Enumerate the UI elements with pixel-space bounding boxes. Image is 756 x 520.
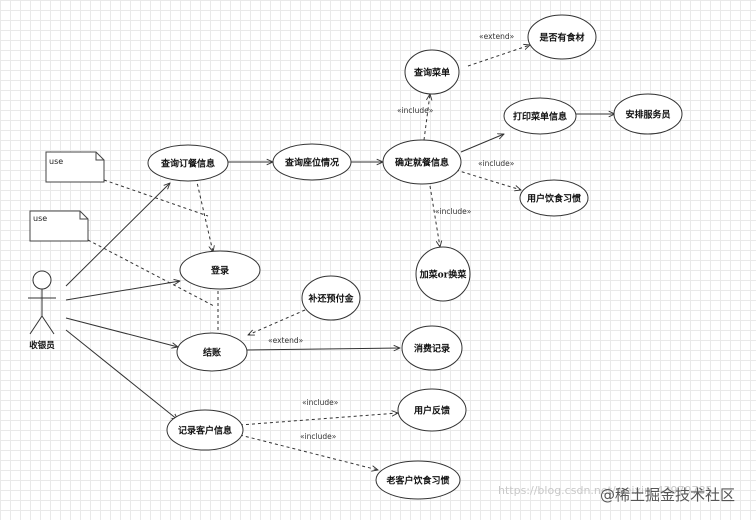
assoc-cashier-checkout bbox=[65, 317, 178, 347]
include-user-habits bbox=[455, 169, 521, 190]
label-include-3: «include» bbox=[435, 207, 472, 216]
svg-text:记录客户信息: 记录客户信息 bbox=[178, 425, 232, 437]
usecase-arrange-waiter[interactable]: 安排服务员 bbox=[613, 93, 683, 135]
usecase-consumption-record[interactable]: 消费记录 bbox=[401, 325, 463, 371]
usecase-user-feedback[interactable]: 用户反馈 bbox=[397, 388, 467, 432]
usecase-login[interactable]: 登录 bbox=[179, 250, 261, 290]
assoc-confirm-meal-print-menu bbox=[460, 134, 504, 153]
svg-text:结账: 结账 bbox=[203, 347, 221, 359]
label-include-5: «include» bbox=[300, 432, 337, 441]
svg-text:登录: 登录 bbox=[210, 265, 229, 277]
label-extend-1: «extend» bbox=[479, 32, 515, 41]
usecase-add-or-swap[interactable]: 加菜or换菜 bbox=[415, 246, 471, 302]
svg-text:加菜or换菜: 加菜or换菜 bbox=[419, 269, 468, 281]
label-extend-2: «extend» bbox=[268, 336, 304, 345]
use-note-1-text: use bbox=[49, 157, 63, 166]
svg-text:查询座位情况: 查询座位情况 bbox=[284, 157, 339, 169]
extend-late-payment bbox=[248, 309, 306, 335]
include-add-or-swap bbox=[429, 185, 440, 247]
svg-text:安排服务员: 安排服务员 bbox=[625, 109, 670, 121]
use-note-2[interactable]: use bbox=[29, 210, 89, 242]
assoc-cashier-record-customer bbox=[65, 329, 178, 420]
svg-text:查询订餐信息: 查询订餐信息 bbox=[160, 158, 215, 170]
query-order-login bbox=[195, 177, 213, 252]
label-include-2: «include» bbox=[478, 159, 515, 168]
usecase-query-seat[interactable]: 查询座位情况 bbox=[272, 143, 352, 181]
use-note-2-text: use bbox=[33, 214, 47, 223]
svg-text:用户反馈: 用户反馈 bbox=[413, 405, 450, 417]
note-1-link bbox=[103, 179, 209, 217]
solid-associations bbox=[65, 114, 615, 420]
usecase-confirm-meal[interactable]: 确定就餐信息 bbox=[382, 139, 462, 185]
usecase-query-menu[interactable]: 查询菜单 bbox=[404, 49, 460, 95]
svg-text:确定就餐信息: 确定就餐信息 bbox=[395, 157, 449, 169]
usecase-old-customer-habits[interactable]: 老客户饮食习惯 bbox=[375, 460, 461, 500]
usecase-check-stock[interactable]: 是否有食材 bbox=[527, 14, 597, 60]
svg-text:补还预付金: 补还预付金 bbox=[307, 293, 354, 305]
assoc-checkout-consumption-record bbox=[245, 348, 400, 350]
dashed-relations bbox=[87, 45, 530, 470]
svg-text:消费记录: 消费记录 bbox=[414, 343, 450, 355]
use-note-1[interactable]: use bbox=[45, 151, 105, 183]
usecase-user-habits[interactable]: 用户饮食习惯 bbox=[519, 179, 589, 217]
usecase-record-customer[interactable]: 记录客户信息 bbox=[166, 409, 244, 451]
svg-text:是否有食材: 是否有食材 bbox=[538, 32, 584, 44]
include-user-feedback bbox=[239, 413, 398, 426]
watermark-url: https://blog.csdn.net/weixin_43979785 bbox=[498, 484, 713, 497]
svg-text:老客户饮食习惯: 老客户饮食习惯 bbox=[385, 475, 449, 487]
svg-text:用户饮食习惯: 用户饮食习惯 bbox=[526, 193, 581, 205]
label-include-1: «include» bbox=[397, 106, 434, 115]
svg-text:查询菜单: 查询菜单 bbox=[413, 67, 450, 79]
actor-label: 收银员 bbox=[29, 340, 55, 351]
include-query-menu bbox=[423, 94, 430, 141]
usecase-query-order[interactable]: 查询订餐信息 bbox=[147, 144, 229, 182]
extend-check-stock bbox=[467, 45, 530, 67]
assoc-cashier-query-order bbox=[65, 183, 170, 287]
brand-watermark: @稀土掘金技术社区 bbox=[600, 486, 736, 504]
usecase-checkout[interactable]: 结账 bbox=[176, 332, 248, 372]
assoc-cashier-login bbox=[65, 281, 180, 301]
actor-cashier[interactable] bbox=[28, 270, 56, 335]
label-include-4: «include» bbox=[302, 398, 339, 407]
svg-text:打印菜单信息: 打印菜单信息 bbox=[513, 111, 567, 123]
usecase-print-menu[interactable]: 打印菜单信息 bbox=[503, 97, 577, 135]
usecase-late-payment[interactable]: 补还预付金 bbox=[301, 275, 361, 321]
